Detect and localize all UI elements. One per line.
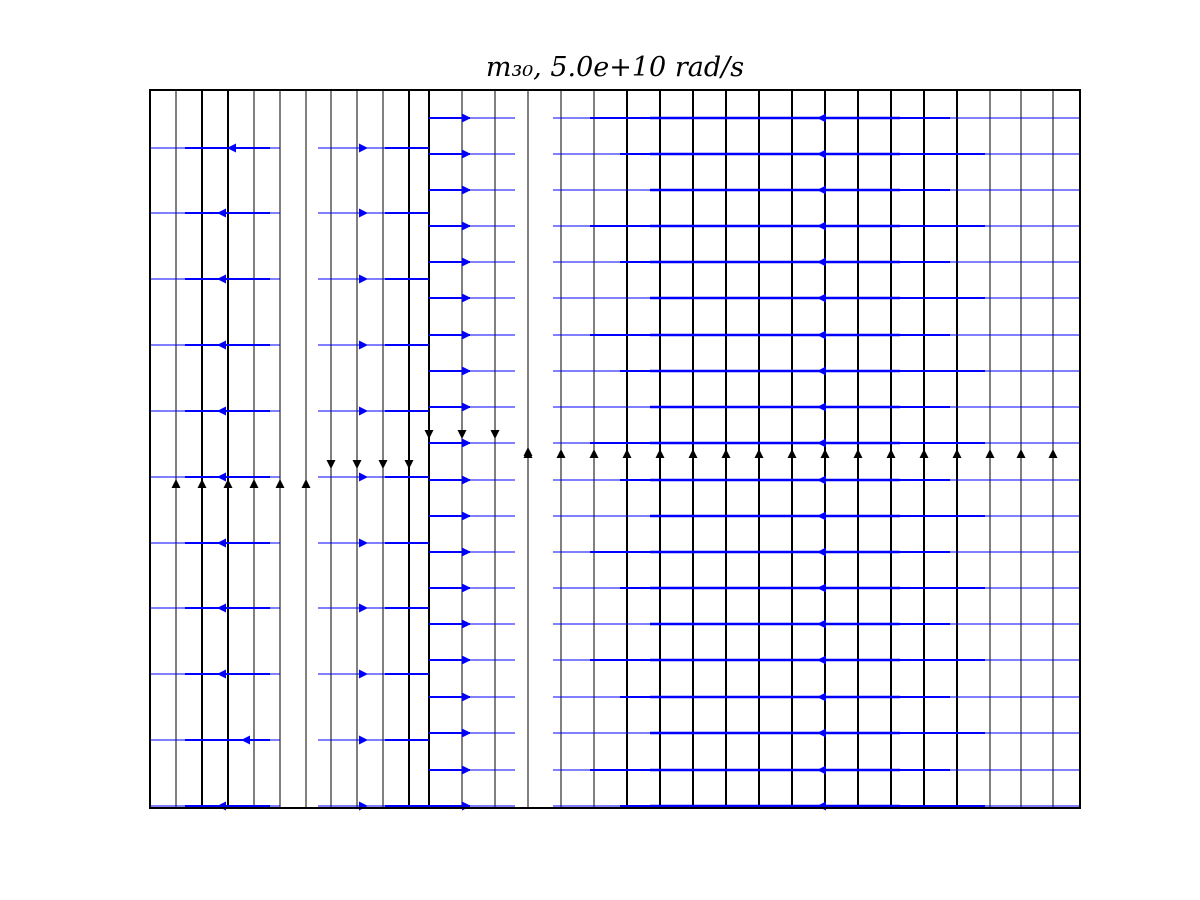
arrow-head bbox=[359, 669, 368, 679]
arrow-head bbox=[462, 293, 471, 303]
arrow-head bbox=[817, 402, 826, 412]
arrow-head bbox=[275, 479, 285, 488]
arrow-head bbox=[217, 538, 226, 548]
arrow-head bbox=[817, 366, 826, 376]
arrow-head bbox=[462, 185, 471, 195]
arrow-head bbox=[754, 449, 764, 458]
chart-title: m₃₀, 5.0e+10 rad/s bbox=[485, 52, 745, 83]
arrow-head bbox=[817, 257, 826, 267]
arrow-head bbox=[462, 765, 471, 775]
arrow-head bbox=[1016, 449, 1026, 458]
arrow-head bbox=[217, 603, 226, 613]
arrow-head bbox=[817, 113, 826, 123]
arrow-head bbox=[1048, 449, 1058, 458]
arrow-head bbox=[197, 479, 207, 488]
arrow-head bbox=[985, 449, 995, 458]
arrow-head bbox=[817, 438, 826, 448]
arrow-head bbox=[404, 460, 414, 469]
arrow-head bbox=[352, 460, 362, 469]
arrow-head bbox=[817, 547, 826, 557]
arrow-head bbox=[952, 449, 962, 458]
arrow-head bbox=[817, 330, 826, 340]
arrow-head bbox=[490, 430, 500, 439]
arrow-head bbox=[462, 619, 471, 629]
arrow-head bbox=[817, 801, 826, 811]
arrow-head bbox=[462, 728, 471, 738]
arrow-head bbox=[241, 735, 250, 745]
arrow-head bbox=[171, 479, 181, 488]
arrow-head bbox=[817, 728, 826, 738]
arrow-head bbox=[817, 149, 826, 159]
arrow-head bbox=[462, 402, 471, 412]
arrow-head bbox=[655, 449, 665, 458]
arrow-head bbox=[462, 801, 471, 811]
arrow-head bbox=[853, 449, 863, 458]
arrow-head bbox=[424, 430, 434, 439]
axes-frame bbox=[149, 89, 1081, 809]
arrow-head bbox=[359, 406, 368, 416]
arrow-head bbox=[217, 340, 226, 350]
arrow-head bbox=[817, 692, 826, 702]
arrow-head bbox=[249, 479, 259, 488]
arrow-head bbox=[359, 603, 368, 613]
arrow-head bbox=[817, 619, 826, 629]
arrow-head bbox=[359, 735, 368, 745]
arrow-head bbox=[359, 538, 368, 548]
arrow-head bbox=[462, 221, 471, 231]
arrow-head bbox=[462, 511, 471, 521]
arrow-head bbox=[217, 208, 226, 218]
arrow-head bbox=[787, 449, 797, 458]
arrow-head bbox=[688, 449, 698, 458]
arrow-head bbox=[217, 406, 226, 416]
arrow-head bbox=[462, 330, 471, 340]
arrow-head bbox=[462, 257, 471, 267]
arrow-head bbox=[217, 472, 226, 482]
arrow-head bbox=[817, 185, 826, 195]
arrow-head bbox=[820, 449, 830, 458]
arrow-head bbox=[359, 208, 368, 218]
arrow-head bbox=[223, 479, 233, 488]
arrow-head bbox=[217, 669, 226, 679]
arrow-head bbox=[817, 221, 826, 231]
arrow-head bbox=[217, 274, 226, 284]
arrow-head bbox=[359, 143, 368, 153]
arrow-head bbox=[462, 366, 471, 376]
arrow-head bbox=[589, 449, 599, 458]
arrow-head bbox=[359, 801, 368, 811]
arrow-head bbox=[817, 293, 826, 303]
arrow-head bbox=[378, 460, 388, 469]
arrow-head bbox=[462, 583, 471, 593]
arrow-head bbox=[462, 113, 471, 123]
arrow-head bbox=[817, 765, 826, 775]
arrow-head bbox=[359, 274, 368, 284]
arrow-head bbox=[721, 449, 731, 458]
arrow-head bbox=[227, 143, 236, 153]
arrow-head bbox=[817, 475, 826, 485]
arrow-head bbox=[462, 149, 471, 159]
arrow-head bbox=[462, 438, 471, 448]
arrow-head bbox=[462, 475, 471, 485]
arrow-head bbox=[457, 430, 467, 439]
arrow-head bbox=[886, 449, 896, 458]
arrow-head bbox=[217, 801, 226, 811]
arrow-head bbox=[919, 449, 929, 458]
arrow-head bbox=[622, 449, 632, 458]
arrow-head bbox=[523, 447, 533, 456]
arrow-head bbox=[817, 511, 826, 521]
arrow-head bbox=[326, 460, 336, 469]
arrow-head bbox=[556, 449, 566, 458]
arrow-head bbox=[817, 583, 826, 593]
arrow-head bbox=[462, 547, 471, 557]
arrow-head bbox=[462, 655, 471, 665]
arrow-head bbox=[359, 472, 368, 482]
arrow-head bbox=[301, 479, 311, 488]
arrow-head bbox=[817, 655, 826, 665]
arrow-head bbox=[359, 340, 368, 350]
arrow-head bbox=[462, 692, 471, 702]
